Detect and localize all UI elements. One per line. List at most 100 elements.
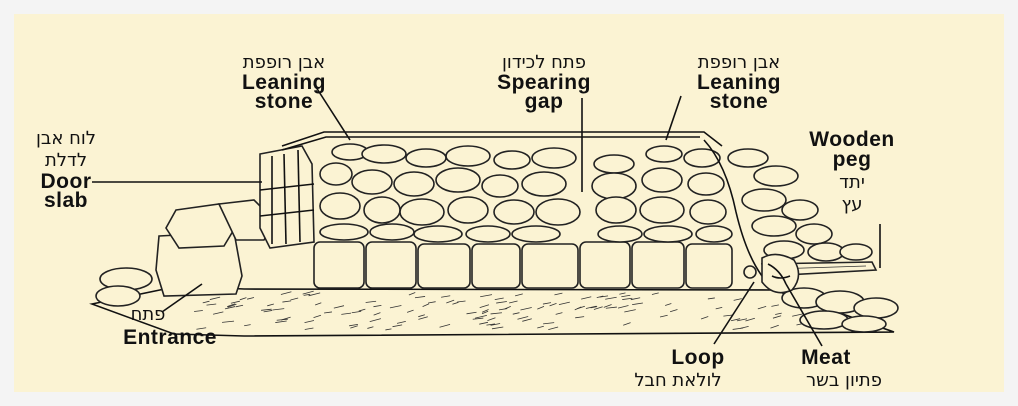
grass-mark bbox=[509, 301, 517, 303]
grass-mark bbox=[734, 299, 742, 301]
grass-mark bbox=[575, 317, 584, 318]
grass-mark bbox=[267, 304, 274, 306]
side-stone bbox=[808, 243, 844, 261]
grass-mark bbox=[632, 303, 643, 305]
grass-mark bbox=[457, 301, 465, 302]
svg-text:פתח לכידון: פתח לכידון bbox=[502, 52, 586, 73]
grass-mark bbox=[261, 309, 272, 310]
grass-mark bbox=[446, 300, 454, 303]
grass-mark bbox=[708, 298, 715, 299]
grass-mark bbox=[621, 295, 630, 296]
grass-mark bbox=[441, 296, 450, 297]
grass-mark bbox=[619, 293, 625, 294]
svg-text:Loop: Loop bbox=[671, 346, 724, 369]
grass-mark bbox=[240, 298, 247, 300]
wall-stone bbox=[394, 172, 434, 196]
grass-mark bbox=[222, 321, 234, 322]
grass-mark bbox=[770, 325, 778, 328]
grass-mark bbox=[207, 304, 217, 305]
grass-mark bbox=[390, 306, 401, 308]
grass-mark bbox=[467, 312, 477, 314]
grass-mark bbox=[409, 293, 415, 295]
label-leaning-stone-right: אבן רופפת Leaning stone bbox=[697, 52, 781, 113]
grass-mark bbox=[537, 306, 544, 309]
grass-mark bbox=[281, 292, 291, 295]
grass-mark bbox=[475, 315, 487, 318]
wall-stone bbox=[536, 199, 580, 225]
grass-mark bbox=[520, 308, 531, 310]
grass-mark bbox=[550, 303, 557, 306]
wall-block bbox=[580, 242, 630, 288]
side-stone bbox=[796, 224, 832, 244]
svg-text:slab: slab bbox=[44, 189, 88, 212]
side-stone bbox=[842, 316, 886, 332]
svg-text:פתח: פתח bbox=[131, 304, 166, 325]
grass-mark bbox=[775, 313, 782, 314]
grass-mark bbox=[480, 305, 489, 308]
grass-mark bbox=[701, 316, 708, 318]
grass-mark bbox=[341, 313, 351, 314]
wall-stone bbox=[400, 199, 444, 225]
grass-mark bbox=[210, 297, 220, 299]
grass-mark bbox=[452, 302, 458, 304]
grass-mark bbox=[282, 301, 291, 302]
grass-mark bbox=[492, 327, 503, 329]
grass-mark bbox=[623, 323, 630, 326]
grass-mark bbox=[370, 319, 381, 322]
grass-mark bbox=[740, 326, 748, 328]
wall-stone bbox=[320, 163, 352, 185]
label-wooden-peg: Wooden peg יתד עץ bbox=[809, 128, 894, 215]
grass-mark bbox=[272, 309, 284, 310]
grass-mark bbox=[350, 326, 357, 328]
svg-text:stone: stone bbox=[710, 90, 769, 113]
grass-mark bbox=[305, 320, 314, 322]
svg-text:עץ: עץ bbox=[842, 194, 863, 215]
svg-text:לולאת חבל: לולאת חבל bbox=[634, 370, 721, 391]
wall-block bbox=[522, 244, 578, 288]
svg-text:Entrance: Entrance bbox=[123, 326, 217, 349]
label-meat: Meat פתיון בשר bbox=[801, 346, 882, 391]
grass-mark bbox=[397, 321, 406, 323]
svg-text:אבן רופפת: אבן רופפת bbox=[243, 52, 325, 73]
grass-mark bbox=[495, 298, 504, 300]
wall-stone bbox=[406, 149, 446, 167]
svg-text:לדלת: לדלת bbox=[45, 150, 87, 171]
wall-stone bbox=[594, 155, 634, 173]
side-stone bbox=[742, 189, 786, 211]
wall-stone bbox=[690, 200, 726, 224]
side-stone bbox=[854, 298, 898, 318]
grass-mark bbox=[407, 310, 413, 312]
label-door-slab: לוח אבן לדלת Door slab bbox=[36, 128, 96, 212]
grass-mark bbox=[393, 325, 403, 327]
wall-stone bbox=[446, 146, 490, 166]
grass-mark bbox=[374, 313, 381, 315]
wall-stone bbox=[592, 173, 636, 199]
grass-mark bbox=[334, 306, 344, 308]
wall-stone bbox=[448, 197, 488, 223]
grass-mark bbox=[496, 302, 507, 304]
grass-mark bbox=[291, 298, 299, 300]
wall-stone bbox=[370, 224, 414, 240]
wall-stone bbox=[482, 175, 518, 197]
grass-mark bbox=[247, 298, 254, 300]
grass-mark bbox=[515, 294, 523, 296]
entrance-stones bbox=[96, 200, 276, 306]
grass-mark bbox=[415, 296, 425, 297]
grass-mark bbox=[324, 312, 332, 313]
trap-diagram: אבן רופפת Leaning stone פתח לכידון Spear… bbox=[14, 14, 1004, 392]
grass-mark bbox=[556, 313, 563, 315]
grass-mark bbox=[543, 323, 554, 324]
wall-block bbox=[472, 244, 520, 288]
svg-text:לוח אבן: לוח אבן bbox=[36, 128, 96, 149]
grass-mark bbox=[652, 293, 659, 295]
grass-mark bbox=[418, 317, 427, 320]
wall-stone bbox=[598, 226, 642, 242]
grass-mark bbox=[303, 291, 314, 294]
grass-mark bbox=[604, 304, 612, 307]
grass-mark bbox=[314, 315, 321, 317]
grass-mark bbox=[194, 311, 203, 312]
grass-mark bbox=[231, 301, 240, 303]
side-stone bbox=[782, 200, 818, 220]
grass-mark bbox=[440, 324, 451, 327]
wall-stone bbox=[362, 145, 406, 163]
